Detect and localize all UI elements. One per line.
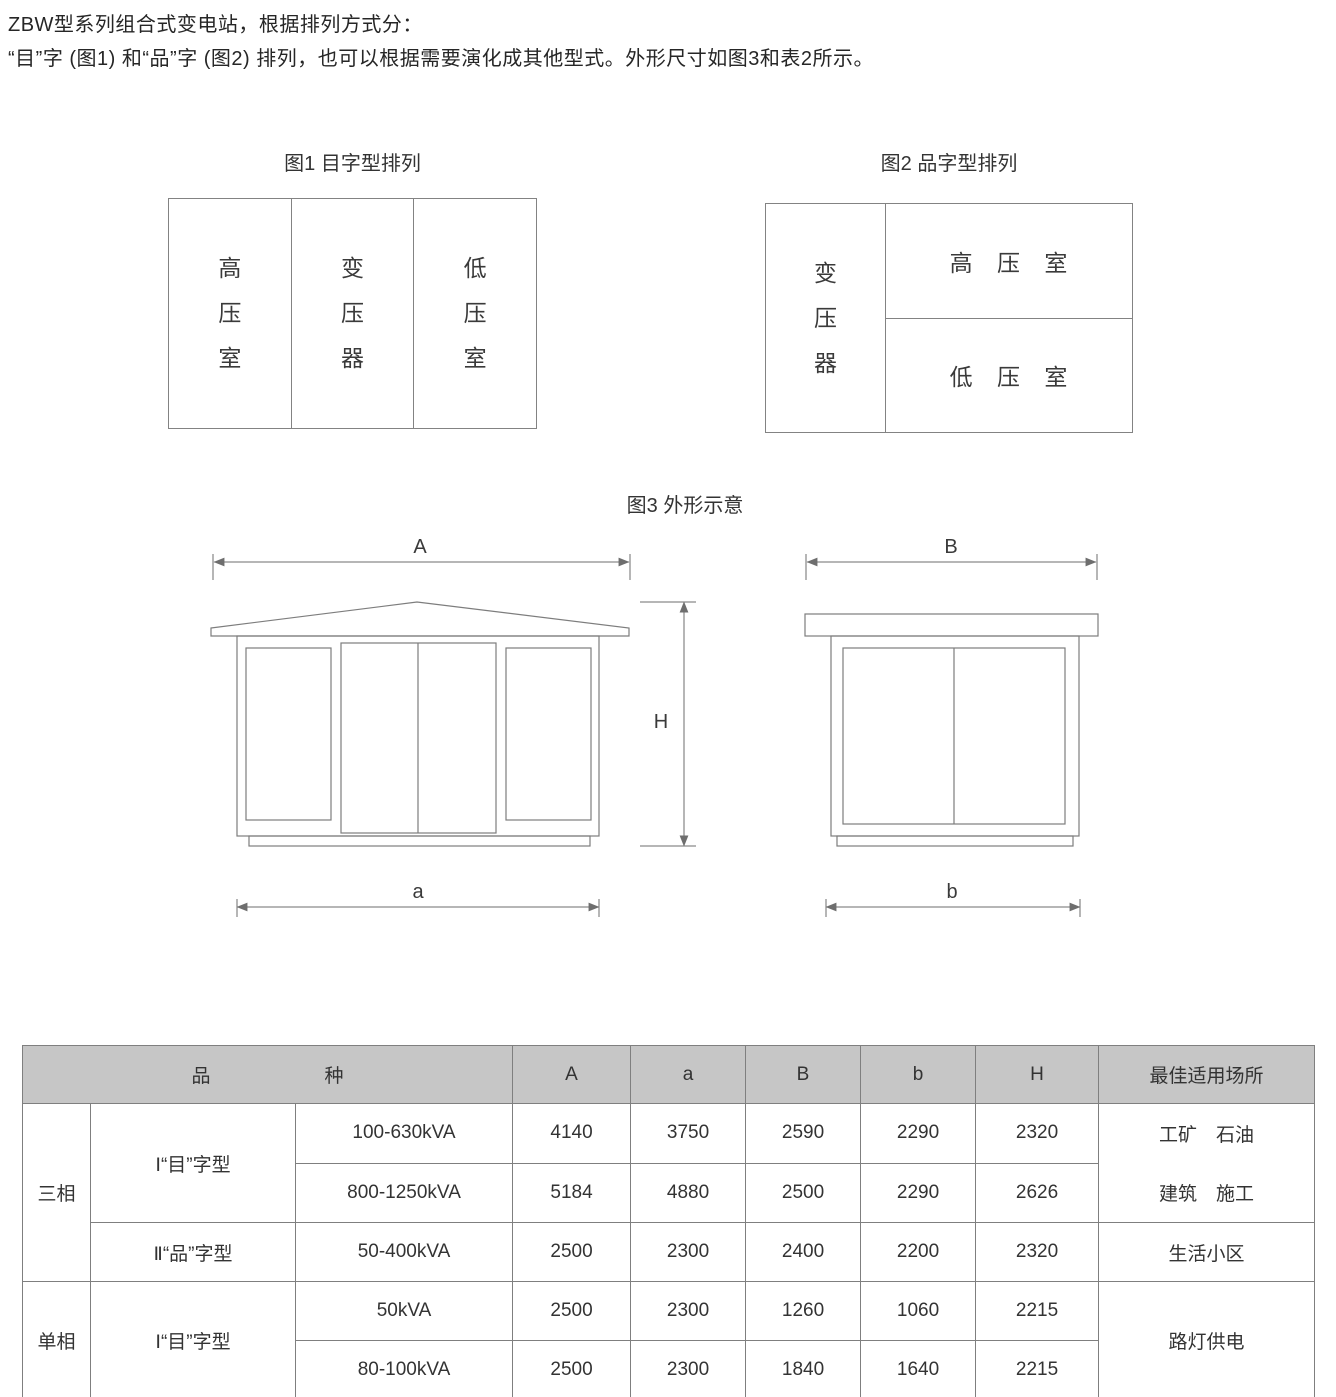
- value-B: 2500: [745, 1162, 862, 1223]
- figure2-right-column: 高 压 室 低 压 室: [886, 204, 1132, 432]
- figure3-caption: 图3 外形示意: [626, 495, 744, 517]
- value-a: 2300: [630, 1281, 747, 1341]
- value-b: 2200: [860, 1222, 977, 1282]
- table-row: 80-100kVA 2500 2300 1840 1640 2215: [23, 1340, 1315, 1397]
- value-A: 5184: [512, 1162, 632, 1223]
- type-pin-cell: Ⅱ“品”字型: [90, 1222, 296, 1282]
- value-H: 2215: [975, 1340, 1100, 1397]
- dim-label-A: A: [413, 536, 427, 558]
- kva-cell: 50-400kVA: [294, 1222, 514, 1282]
- header-best-place: 最佳适用场所: [1098, 1045, 1316, 1104]
- best-place-cell: 工矿 石油 建筑 施工: [1098, 1103, 1316, 1223]
- value-A: 2500: [512, 1281, 632, 1341]
- value-b: 2290: [860, 1162, 977, 1223]
- figure3-outline-drawing: A H a B: [210, 536, 1099, 917]
- kva-cell: 50kVA: [294, 1281, 514, 1341]
- figure1-cell-low-voltage: 低压室: [413, 199, 536, 428]
- value-a: 2300: [630, 1340, 747, 1397]
- header-dim-b: b: [860, 1045, 977, 1104]
- value-B: 2590: [745, 1103, 862, 1164]
- type-mu-cell: Ⅰ“目”字型: [90, 1103, 296, 1223]
- high-voltage-room-label: 高压室: [218, 255, 242, 371]
- figure2-layout-diagram: 变压器 高 压 室 低 压 室: [765, 203, 1133, 433]
- value-H: 2215: [975, 1281, 1100, 1341]
- front-elevation: A H a: [210, 536, 696, 917]
- value-H: 2626: [975, 1162, 1100, 1223]
- figure1-cell-transformer: 变压器: [290, 199, 414, 428]
- roof: [210, 601, 630, 637]
- value-A: 2500: [512, 1222, 632, 1282]
- figure2-caption: 图2 品字型排列: [880, 153, 1018, 175]
- figure1-caption: 图1 目字型排列: [284, 153, 421, 175]
- header-dim-H: H: [975, 1045, 1100, 1104]
- figure1-cell-high-voltage: 高压室: [169, 199, 291, 428]
- value-a: 3750: [630, 1103, 747, 1164]
- table-row: 单相 Ⅰ“目”字型 50kVA 2500 2300 1260 1060 2215…: [22, 1281, 1316, 1397]
- dim-label-a: a: [412, 881, 424, 903]
- best-place-cell: 生活小区: [1098, 1222, 1316, 1282]
- value-b: 1640: [860, 1340, 977, 1397]
- value-b: 2290: [860, 1103, 977, 1164]
- value-a: 4880: [630, 1162, 747, 1223]
- kva-cell: 80-100kVA: [294, 1340, 514, 1397]
- value-b: 1060: [860, 1281, 977, 1341]
- header-product: 品 种: [21, 1045, 514, 1104]
- table-row: 三相 Ⅰ“目”字型 100-630kVA 4140 3750 2590 2290…: [22, 1103, 1316, 1282]
- figure2-cell-transformer: 变压器: [766, 204, 886, 432]
- header-dim-A: A: [512, 1045, 632, 1104]
- table-row: Ⅱ“品”字型 50-400kVA 2500 2300 2400 2200 232…: [23, 1222, 1316, 1282]
- header-dim-a: a: [630, 1045, 747, 1104]
- transformer-label: 变压器: [341, 255, 364, 371]
- best-place-line: 工矿 石油: [1159, 1125, 1255, 1146]
- door-panel: [505, 647, 592, 821]
- intro-line-2: “目”字 (图1) 和“品”字 (图2) 排列，也可以根据需要演化成其他型式。外…: [8, 48, 874, 70]
- dim-label-B: B: [944, 536, 957, 558]
- transformer-label: 变压器: [814, 259, 837, 376]
- building-body: [830, 635, 1080, 837]
- kva-cell: 100-630kVA: [294, 1103, 514, 1164]
- roof-slab: [804, 613, 1099, 637]
- phase-single-cell: 单相: [22, 1281, 91, 1397]
- value-H: 2320: [975, 1103, 1100, 1164]
- phase-three-cell: 三相: [22, 1103, 91, 1282]
- value-A: 4140: [512, 1103, 632, 1164]
- value-H: 2320: [975, 1222, 1100, 1282]
- base-plinth: [836, 835, 1074, 847]
- table-row: 800-1250kVA 5184 4880 2500 2290 2626: [23, 1162, 1315, 1223]
- kva-cell: 800-1250kVA: [294, 1162, 514, 1223]
- side-elevation: B b: [804, 536, 1099, 917]
- base-plinth: [248, 835, 591, 847]
- best-place-line: 建筑 施工: [1159, 1184, 1255, 1205]
- low-voltage-room-label: 低 压 室: [949, 364, 1069, 391]
- high-voltage-room-label: 高 压 室: [886, 204, 1132, 319]
- dim-label-H: H: [654, 711, 668, 733]
- intro-line-1: ZBW型系列组合式变电站，根据排列方式分：: [8, 14, 423, 36]
- value-B: 1840: [745, 1340, 862, 1397]
- low-voltage-room-label: 低压室: [463, 255, 487, 371]
- value-A: 2500: [512, 1340, 632, 1397]
- value-B: 2400: [745, 1222, 862, 1282]
- door-panel: [245, 647, 332, 821]
- header-dim-B: B: [745, 1045, 862, 1104]
- dim-label-b: b: [946, 881, 957, 903]
- value-a: 2300: [630, 1222, 747, 1282]
- table-header-row: 品 种 A a B b H 最佳适用场所: [21, 1045, 1316, 1104]
- type-mu-cell: Ⅰ“目”字型: [90, 1281, 296, 1397]
- figure1-layout-diagram: 高压室 变压器 低压室: [168, 198, 537, 429]
- best-place-cell: 路灯供电: [1098, 1281, 1316, 1397]
- value-B: 1260: [745, 1281, 862, 1341]
- spec-table: 品 种 A a B b H 最佳适用场所 三相 Ⅰ“目”字型 100-630kV…: [21, 1045, 1316, 1397]
